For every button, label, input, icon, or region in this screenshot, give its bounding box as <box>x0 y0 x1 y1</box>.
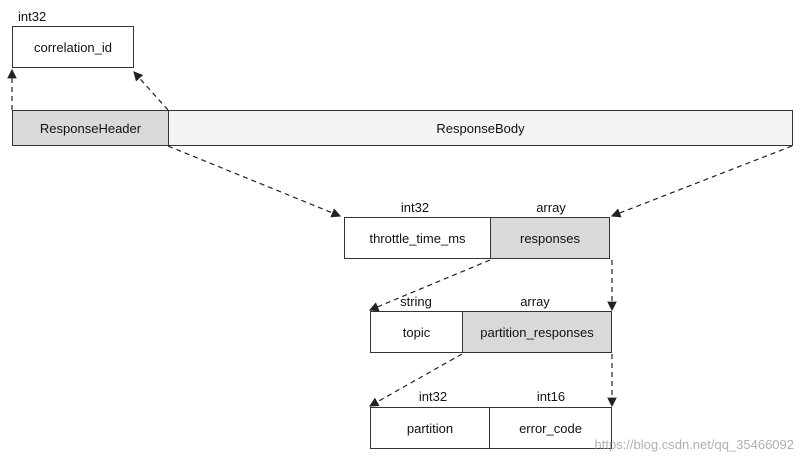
partition-type: int32 <box>418 389 448 404</box>
error-code-box: error_code <box>489 407 612 449</box>
correlation-id-box: correlation_id <box>12 26 134 68</box>
arrow-header-to-correlation-right <box>133 71 169 111</box>
responses-box: responses <box>490 217 610 259</box>
throttle-time-type: int32 <box>400 200 430 215</box>
partition-responses-type: array <box>520 294 550 309</box>
response-body-box: ResponseBody <box>168 110 793 146</box>
error-code-type: int16 <box>536 389 566 404</box>
throttle-time-ms-box: throttle_time_ms <box>344 217 491 259</box>
partition-responses-box: partition_responses <box>462 311 612 353</box>
arrow-body-to-responses <box>610 145 793 218</box>
arrow-body-to-throttle <box>167 145 342 218</box>
topic-box: topic <box>370 311 463 353</box>
responses-type: array <box>536 200 566 215</box>
topic-type: string <box>400 294 432 309</box>
correlation-id-type: int32 <box>18 9 47 24</box>
partition-box: partition <box>370 407 490 449</box>
response-header-box: ResponseHeader <box>12 110 169 146</box>
watermark-text: https://blog.csdn.net/qq_35466092 <box>594 437 795 452</box>
arrow-responses-to-topic <box>368 259 491 312</box>
